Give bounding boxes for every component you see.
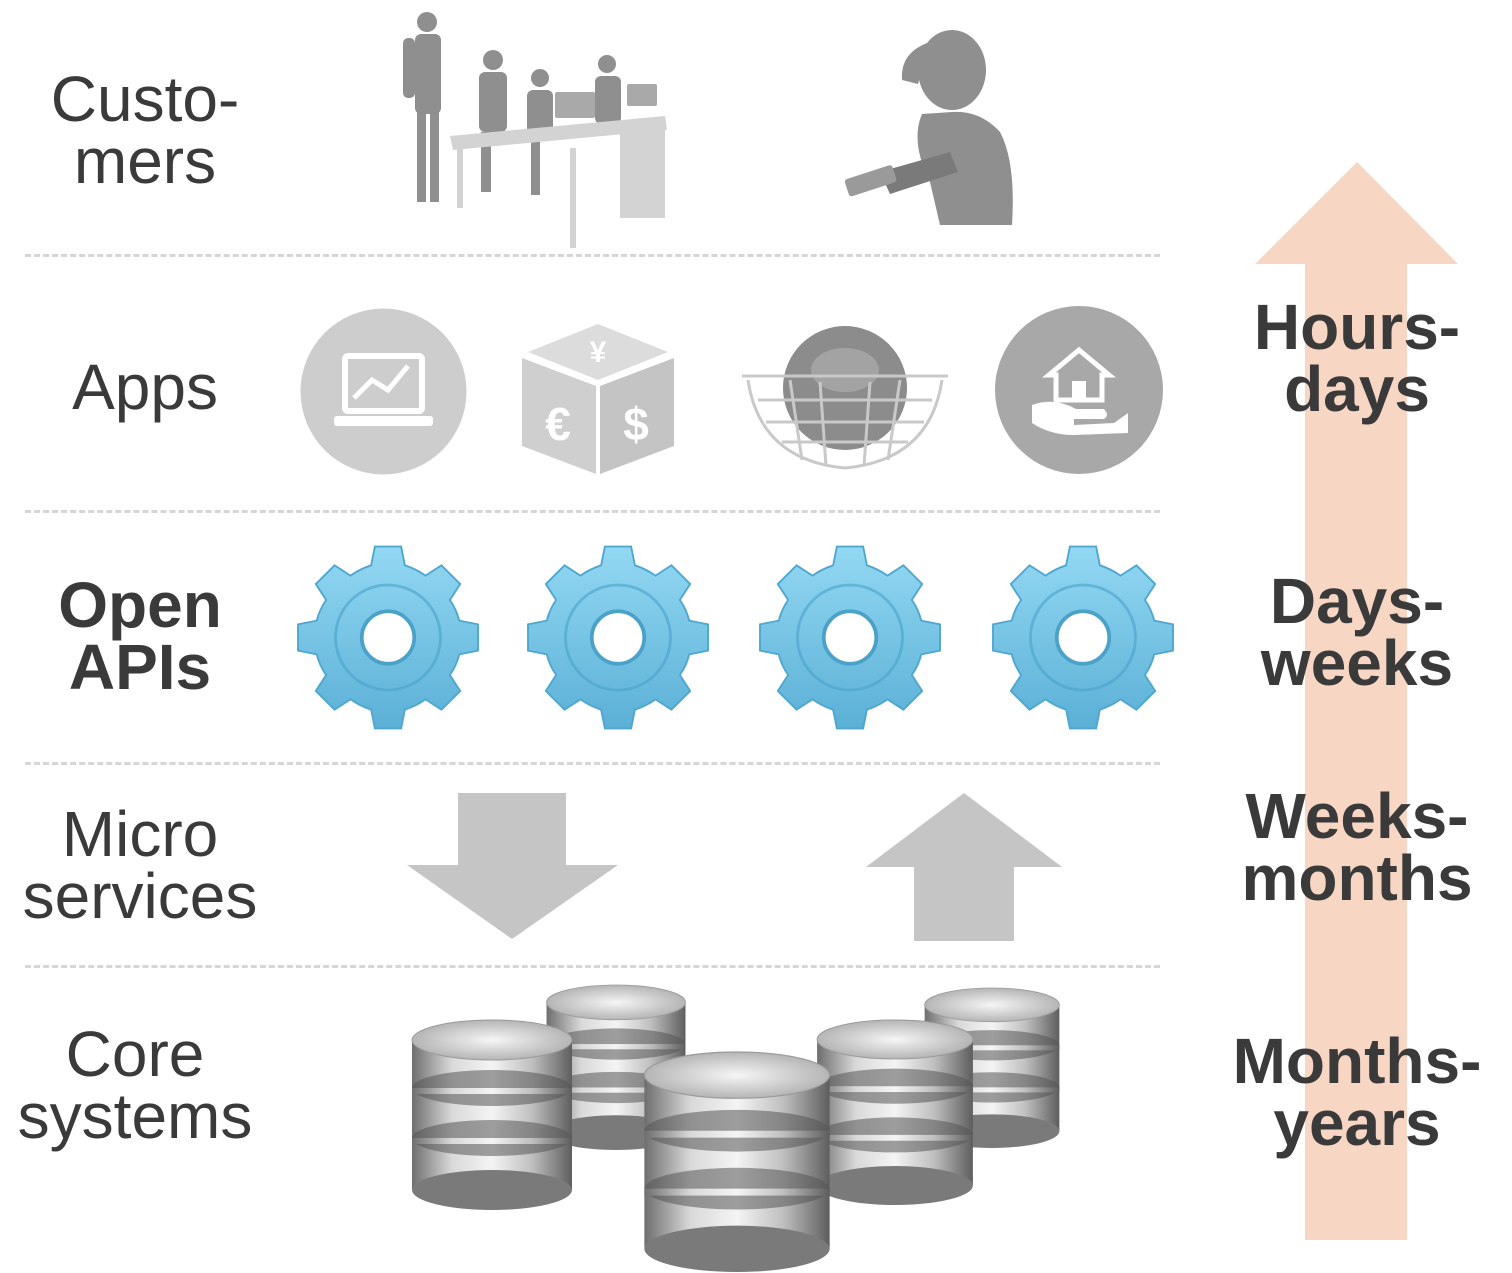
timeline-label-months-years: Months- years	[1232, 1025, 1482, 1159]
divider-apps-apis	[25, 510, 1160, 513]
down-arrow-icon	[407, 793, 618, 939]
layer-label-customers: Custo- mers	[50, 63, 240, 197]
currency-cube-icon: ¥ € $	[522, 324, 674, 474]
layer-label-open-apis: Open APIs	[58, 569, 222, 703]
database-icon	[643, 1051, 831, 1273]
database-icon	[816, 1019, 974, 1206]
business-meeting-icon	[403, 12, 667, 248]
up-arrow-icon	[866, 793, 1062, 941]
database-icon	[411, 1019, 573, 1211]
gear-icon	[991, 544, 1175, 731]
timeline-arrow-shape	[1255, 162, 1458, 1240]
gear-icon	[296, 544, 480, 731]
timeline-label-weeks-months: Weeks- months	[1241, 780, 1473, 914]
timeline-arrow	[1255, 162, 1458, 1240]
layer-label-apps: Apps	[72, 351, 218, 423]
layer-label-micro-services: Micro services	[22, 798, 258, 932]
svg-text:€: €	[545, 398, 571, 450]
globe-basket-icon	[742, 326, 948, 470]
divider-customers-apps	[25, 254, 1160, 257]
gear-icon	[758, 544, 942, 731]
divider-micro-core	[25, 965, 1160, 968]
layer-label-core-systems: Core systems	[17, 1018, 253, 1152]
svg-text:¥: ¥	[590, 336, 607, 369]
timeline-label-days-weeks: Days- weeks	[1260, 565, 1454, 699]
home-insurance-icon	[995, 306, 1163, 474]
laptop-chart-icon	[300, 308, 467, 475]
svg-text:$: $	[623, 398, 649, 450]
timeline-label-hours-days: Hours- days	[1253, 291, 1461, 425]
person-with-tablet-icon	[844, 30, 1013, 225]
gear-icon	[526, 544, 710, 731]
divider-apis-micro	[25, 762, 1160, 765]
